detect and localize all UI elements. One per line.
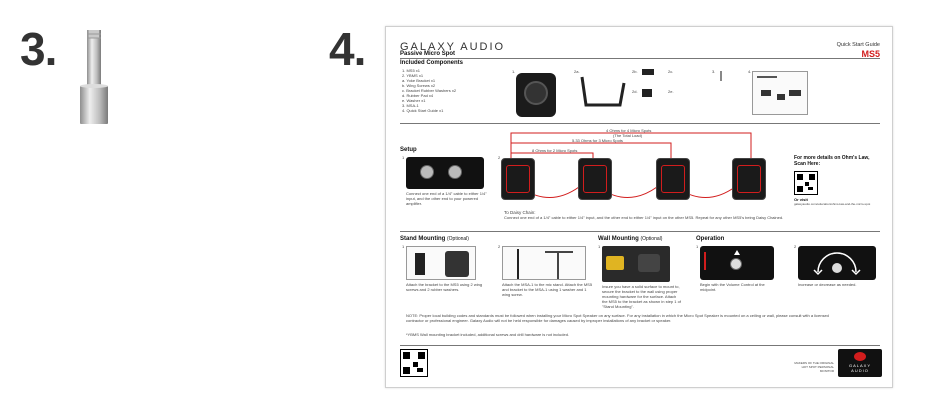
list-item: 2. YBMS x1 bbox=[402, 73, 424, 78]
rubber-pad-image bbox=[642, 89, 652, 97]
stand-step2-text: Attach the MSA-1 to the mic stand. Attac… bbox=[502, 282, 593, 297]
footer-qr-code[interactable] bbox=[400, 349, 428, 377]
component-label: 2c. bbox=[668, 69, 674, 74]
setup-title: Setup bbox=[400, 147, 417, 153]
section-divider bbox=[400, 231, 880, 232]
component-label: 2d. bbox=[632, 89, 638, 94]
operation-step2-text: Increase or decrease as needed. bbox=[798, 282, 857, 287]
quick-start-guide-thumbnail bbox=[752, 71, 808, 115]
daisy-chain-title: To Daisy Chain: bbox=[504, 210, 536, 215]
list-item: b. Wing Screws x2 bbox=[402, 83, 436, 88]
component-label: 4. bbox=[748, 69, 752, 74]
stand-mounting-title: Stand Mounting (Optional) bbox=[400, 236, 469, 242]
stand-step1-photo bbox=[406, 246, 476, 280]
ohms-law-visit: Or visit bbox=[794, 197, 808, 202]
speaker-back-4 bbox=[732, 158, 766, 200]
component-label: 3. bbox=[712, 69, 716, 74]
ohm-label-5-33: 5.33 Ohms for 3 Micro Spots bbox=[572, 138, 623, 143]
ohm-label-4: 4 Ohms for 4 Micro Spots bbox=[606, 128, 652, 133]
volume-midpoint-photo bbox=[700, 246, 774, 280]
list-item: e. Washer x1 bbox=[402, 98, 426, 103]
component-label: 2e. bbox=[668, 89, 674, 94]
daisy-chain-wiring-diagram bbox=[510, 132, 752, 198]
speaker-photo bbox=[516, 73, 556, 117]
ohm-label-total: (The Total Load) bbox=[613, 133, 643, 138]
amplifier-connection-photo bbox=[406, 157, 484, 189]
wall-step-number: 1 bbox=[598, 244, 601, 249]
operation-title: Operation bbox=[696, 236, 725, 242]
setup-step1-text: Connect one end of a 1/4" cable to eithe… bbox=[406, 191, 487, 206]
stand-step2-photo bbox=[502, 246, 586, 280]
volume-adjust-photo bbox=[798, 246, 876, 280]
stand-step1-text: Attach the bracket to the MS5 using 2 wi… bbox=[406, 282, 483, 292]
galaxy-audio-logo: GALAXY AUDIO bbox=[838, 349, 882, 377]
setup-step-number: 1 bbox=[402, 155, 405, 160]
ohms-law-qr-code[interactable] bbox=[794, 171, 818, 195]
list-item: 4. Quick Start Guide x1 bbox=[402, 108, 444, 113]
standoff-part-image bbox=[72, 28, 118, 128]
wing-screw-image bbox=[642, 69, 654, 75]
step-3-number: 3. bbox=[20, 23, 57, 75]
component-label: 1. bbox=[512, 69, 516, 74]
daisy-chain-text: Connect one end of a 1/4" cable to eithe… bbox=[504, 215, 784, 220]
logo-text-galaxy: GALAXY bbox=[848, 363, 871, 368]
model-name: MS5 bbox=[861, 49, 880, 59]
wall-mounting-title: Wall Mounting (Optional) bbox=[598, 236, 663, 242]
included-list: 1. MS5 x1 2. YBMS x1 a. Yoke Bracket x1 … bbox=[402, 68, 512, 113]
logo-text-audio: AUDIO bbox=[851, 368, 869, 373]
operation-step1-text: Begin with the Volume Control at the mid… bbox=[700, 282, 765, 292]
installation-note: NOTE: Proper local building codes and st… bbox=[406, 313, 829, 323]
list-item: a. Yoke Bracket x1 bbox=[402, 78, 436, 83]
speaker-back-3 bbox=[656, 158, 690, 200]
ohms-law-url[interactable]: galaxyaudio.com/education/ohms-law-and-t… bbox=[794, 202, 871, 206]
component-label: 2b. bbox=[632, 69, 638, 74]
ohms-law-title: For more details on Ohm's Law, Scan Here… bbox=[794, 155, 870, 167]
operation-step-number: 1 bbox=[696, 244, 699, 249]
msa-adapter-image bbox=[720, 71, 722, 81]
yoke-bracket-image bbox=[580, 76, 626, 107]
product-subtitle: Passive Micro Spot bbox=[400, 51, 456, 57]
list-item: 3. MSA-1 bbox=[402, 103, 419, 108]
list-item: 1. MS5 x1 bbox=[402, 68, 421, 73]
stand-step-number: 2 bbox=[498, 244, 501, 249]
mounting-footnote: *YBMS Wall mounting bracket included, ad… bbox=[406, 332, 570, 337]
speaker-back-2 bbox=[578, 158, 612, 200]
header-divider bbox=[400, 58, 880, 59]
wall-step1-text: Insure you have a solid surface to mount… bbox=[602, 284, 681, 309]
brand-title: GALAXY AUDIO bbox=[400, 41, 506, 53]
component-label: 2a. bbox=[574, 69, 580, 74]
step-4-number: 4. bbox=[329, 23, 366, 75]
guide-title: Quick Start Guide bbox=[836, 42, 880, 48]
list-item: d. Rubber Pad x4 bbox=[402, 93, 434, 98]
setup-step-number: 2 bbox=[498, 155, 501, 160]
list-item: c. Bracket Rubber Washers x2 bbox=[402, 88, 457, 93]
operation-step-number: 2 bbox=[794, 244, 797, 249]
speaker-back-1 bbox=[501, 158, 535, 200]
ohm-label-8: 8 Ohms for 2 Micro Spots bbox=[532, 148, 578, 153]
quick-start-guide-document: GALAXY AUDIO Passive Micro Spot Quick St… bbox=[385, 26, 893, 388]
section-divider bbox=[400, 123, 880, 124]
footer-divider bbox=[400, 345, 880, 346]
stand-step-number: 1 bbox=[402, 244, 405, 249]
included-title: Included Components bbox=[400, 60, 463, 66]
wall-mount-photo bbox=[602, 246, 670, 282]
